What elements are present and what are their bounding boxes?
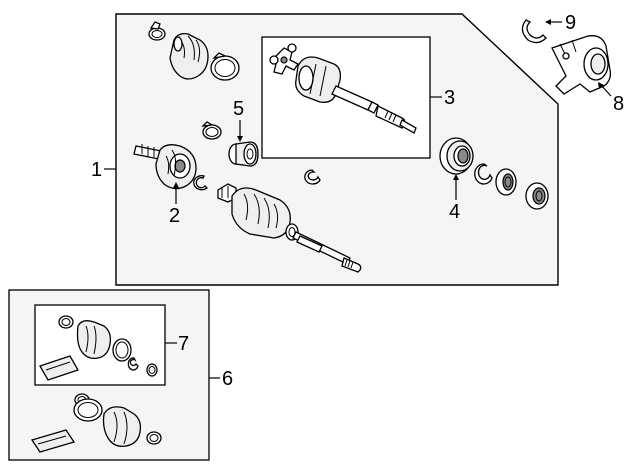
callout-3: 3 (444, 87, 455, 109)
seal-ring-1 (495, 168, 517, 196)
callout-2: 2 (169, 205, 180, 227)
leader-lines (104, 19, 612, 379)
snap-ring-bearing (474, 163, 493, 185)
hub-bearing (439, 137, 474, 175)
retaining-clip (521, 19, 547, 44)
bearing-bracket (551, 35, 612, 95)
snap-ring-left (193, 175, 208, 191)
seal-ring-2 (525, 182, 549, 210)
callout-6: 6 (222, 368, 233, 390)
callout-1: 1 (91, 159, 102, 181)
cv-boot-upper (169, 32, 209, 80)
boot-clamp-large (210, 52, 240, 81)
callout-5: 5 (233, 98, 244, 120)
callout-7: 7 (178, 333, 189, 355)
boot-kit-6-parts (30, 393, 162, 453)
callout-8: 8 (613, 93, 624, 115)
callout-4: 4 (449, 201, 460, 223)
axle-shaft-assembly (217, 183, 362, 273)
outer-cv-joint (133, 144, 197, 190)
callout-9: 9 (565, 12, 576, 34)
inner-cv-joint (269, 43, 417, 134)
damper (228, 141, 259, 167)
boot-kit-7-parts (39, 315, 158, 381)
snap-ring-center (304, 169, 321, 185)
boot-clamp-small (148, 21, 166, 41)
clamp-ring-mid (201, 121, 222, 140)
